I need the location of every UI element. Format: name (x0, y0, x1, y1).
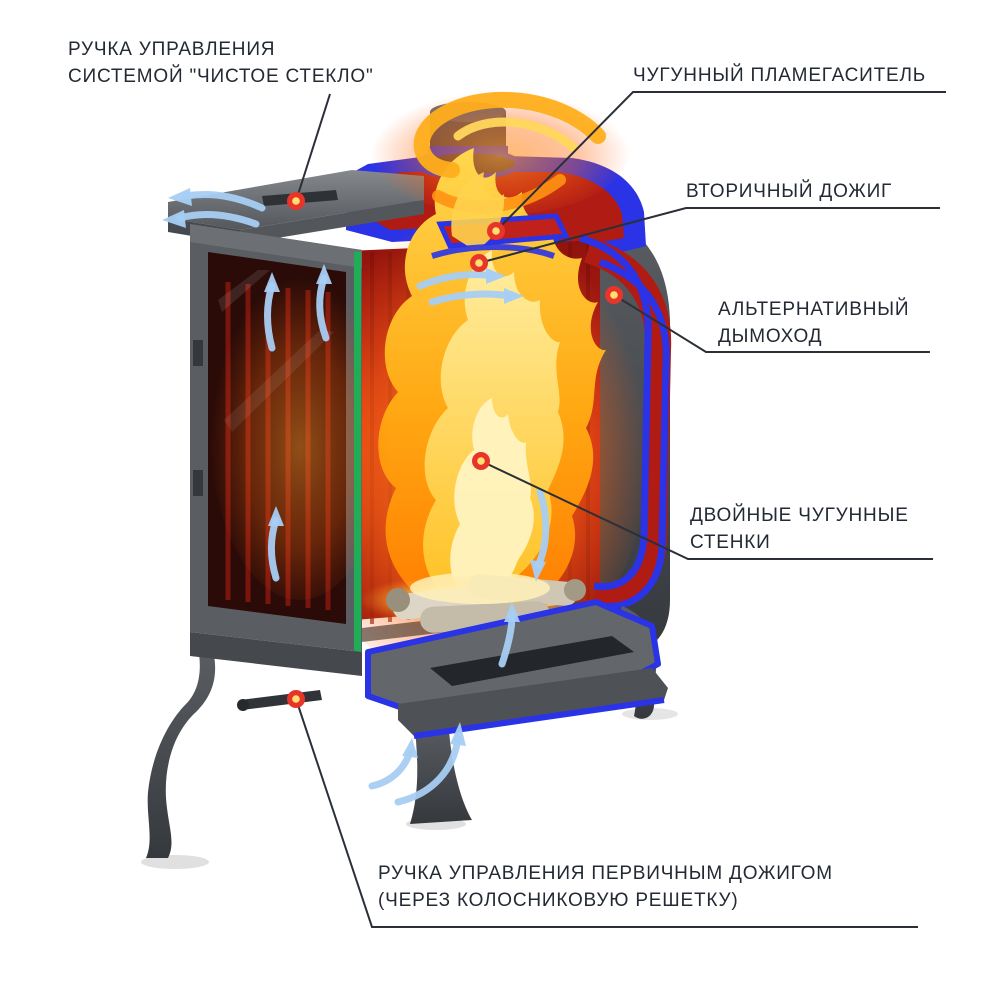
hinge-icon (193, 340, 203, 366)
label-line: ДЫМОХОД (718, 326, 823, 347)
callout-dot-secondary-burn (470, 254, 488, 272)
label-alternative-chimney: АЛЬТЕРНАТИВНЫЙ ДЫМОХОД (718, 296, 909, 350)
label-line: СИСТЕМОЙ "ЧИСТОЕ СТЕКЛО" (68, 66, 374, 87)
label-secondary-burn: ВТОРИЧНЫЙ ДОЖИГ (686, 178, 892, 205)
label-line: АЛЬТЕРНАТИВНЫЙ (718, 299, 910, 320)
double-wall-right (579, 234, 672, 610)
glass-cut-edge (354, 252, 361, 652)
glass-door (190, 224, 390, 652)
label-flame-arrester: ЧУГУННЫЙ ПЛАМЕГАСИТЕЛЬ (633, 62, 926, 89)
callout-dot-clean-glass (287, 192, 305, 210)
air-arrow-icon (416, 270, 496, 290)
fire (370, 85, 630, 625)
air-flow-arrows (162, 188, 550, 806)
air-arrow-icon (534, 488, 550, 570)
label-line: ЧУГУННЫЙ ПЛАМЕГАСИТЕЛЬ (633, 65, 927, 86)
label-line: СТЕНКИ (690, 532, 771, 553)
label-line: РУЧКА УПРАВЛЕНИЯ (68, 39, 276, 60)
leader-secondary-burn (478, 207, 940, 264)
callout-dot-alt-chimney (605, 286, 623, 304)
air-arrow-icon (368, 748, 414, 790)
callout-dot-double-walls (472, 452, 490, 470)
secondary-air-shelf (431, 244, 555, 259)
label-line: (ЧЕРЕЗ КОЛОСНИКОВУЮ РЕШЕТКУ) (378, 890, 739, 911)
leg-front-left (146, 646, 216, 858)
air-arrow-icon (394, 734, 462, 806)
label-line: ДВОЙНЫЕ ЧУГУННЫЕ (690, 505, 909, 526)
label-line: РУЧКА УПРАВЛЕНИЯ ПЕРВИЧНЫМ ДОЖИГОМ (378, 863, 833, 884)
leader-alt-chimney (613, 294, 930, 353)
base (190, 599, 668, 739)
label-line: ВТОРИЧНЫЙ ДОЖИГ (686, 181, 893, 202)
leader-flame-arrester (495, 91, 946, 232)
leader-lines (295, 91, 946, 928)
floor-shadows (141, 708, 678, 869)
callout-dots (287, 192, 623, 708)
air-arrow-icon (176, 211, 260, 228)
callout-dot-flame-arrester (487, 222, 505, 240)
label-clean-glass-handle: РУЧКА УПРАВЛЕНИЯ СИСТЕМОЙ "ЧИСТОЕ СТЕКЛО… (68, 36, 374, 90)
leg-center (410, 716, 472, 824)
hinge-icon (193, 470, 203, 496)
leader-clean-glass (295, 93, 331, 202)
air-arrow-icon (182, 191, 266, 212)
primary-air-handle (240, 690, 322, 710)
label-double-walls: ДВОЙНЫЕ ЧУГУННЫЕ СТЕНКИ (690, 502, 909, 556)
label-primary-burn-handle: РУЧКА УПРАВЛЕНИЯ ПЕРВИЧНЫМ ДОЖИГОМ (ЧЕРЕ… (378, 860, 833, 914)
leader-primary-burn (295, 698, 918, 928)
air-arrow-icon (428, 290, 514, 306)
leader-double-walls (480, 460, 933, 560)
callout-dot-primary-burn (287, 690, 305, 708)
